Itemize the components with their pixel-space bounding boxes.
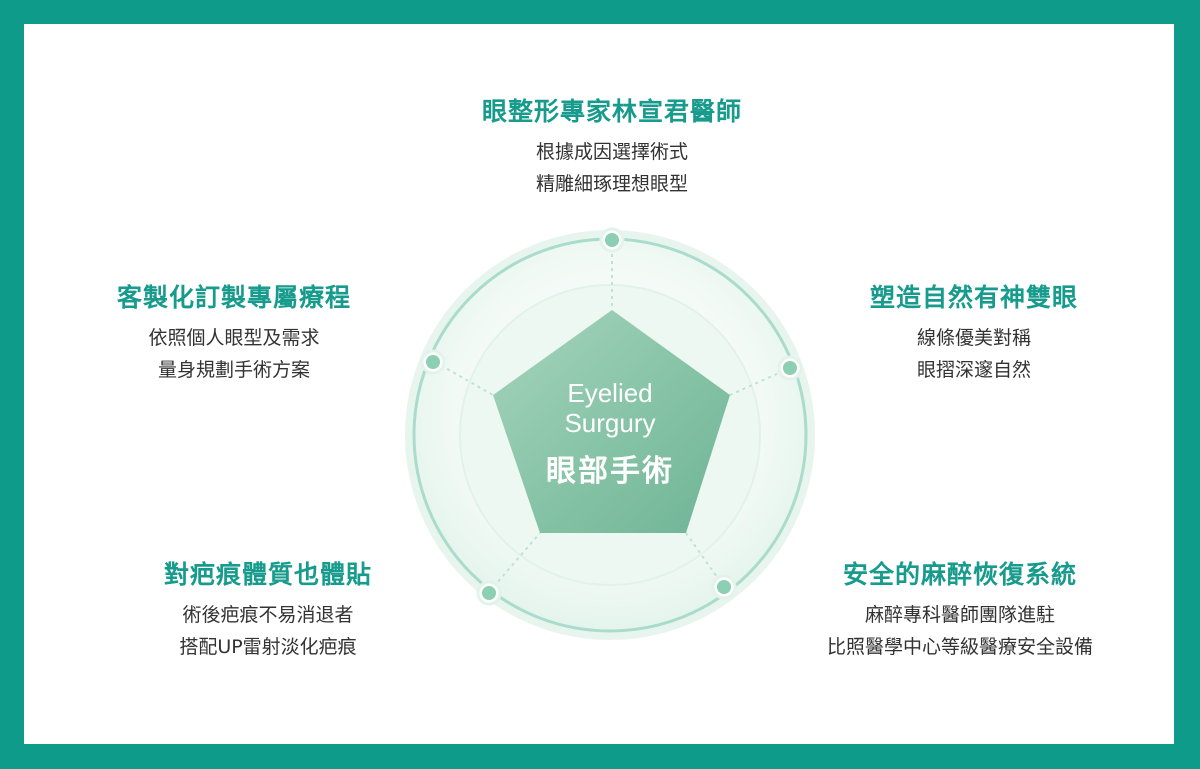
feature-line: 線條優美對稱 (916, 327, 1031, 349)
dot-top-core (605, 233, 619, 247)
feature-title: 塑造自然有神雙眼 (869, 283, 1078, 312)
feature-line: 麻醉專科醫師團隊進駐 (864, 604, 1055, 626)
dot-left-core (426, 355, 440, 369)
center-pentagon (493, 310, 730, 533)
feature-line: 眼摺深邃自然 (916, 359, 1031, 381)
feature-title: 眼整形專家林宣君醫師 (481, 97, 742, 126)
feature-title: 對疤痕體質也體貼 (163, 560, 372, 589)
dot-right-core (783, 361, 797, 375)
dot-bottom-right-core (717, 580, 731, 594)
feature-line: 搭配UP雷射淡化疤痕 (179, 636, 357, 658)
feature-line: 根據成因選擇術式 (535, 141, 688, 163)
feature-line: 量身規劃手術方案 (157, 359, 310, 381)
center-en-line1: Eyelied (567, 378, 653, 408)
center-zh: 眼部手術 (546, 454, 674, 489)
feature-right: 塑造自然有神雙眼 線條優美對稱 眼摺深邃自然 (794, 278, 1154, 386)
feature-title: 客製化訂製專屬療程 (116, 283, 351, 312)
feature-line: 比照醫學中心等級醫療安全設備 (826, 636, 1093, 658)
connector-bottom-left (488, 532, 541, 593)
feature-line: 依照個人眼型及需求 (148, 327, 320, 349)
feature-left: 客製化訂製專屬療程 依照個人眼型及需求 量身規劃手術方案 (54, 278, 414, 386)
feature-title: 安全的麻醉恢復系統 (842, 560, 1077, 589)
center-en-line2: Surgury (564, 408, 656, 438)
center-label: Eyelied Surgury 眼部手術 (490, 378, 730, 490)
dot-bottom-left-core (482, 586, 496, 600)
feature-bottom-right: 安全的麻醉恢復系統 麻醉專科醫師團隊進駐 比照醫學中心等級醫療安全設備 (780, 555, 1140, 663)
feature-top: 眼整形專家林宣君醫師 根據成因選擇術式 精雕細琢理想眼型 (432, 92, 792, 200)
feature-line: 術後疤痕不易消退者 (182, 604, 354, 626)
feature-line: 精雕細琢理想眼型 (535, 173, 688, 195)
feature-bottom-left: 對疤痕體質也體貼 術後疤痕不易消退者 搭配UP雷射淡化疤痕 (88, 555, 448, 663)
